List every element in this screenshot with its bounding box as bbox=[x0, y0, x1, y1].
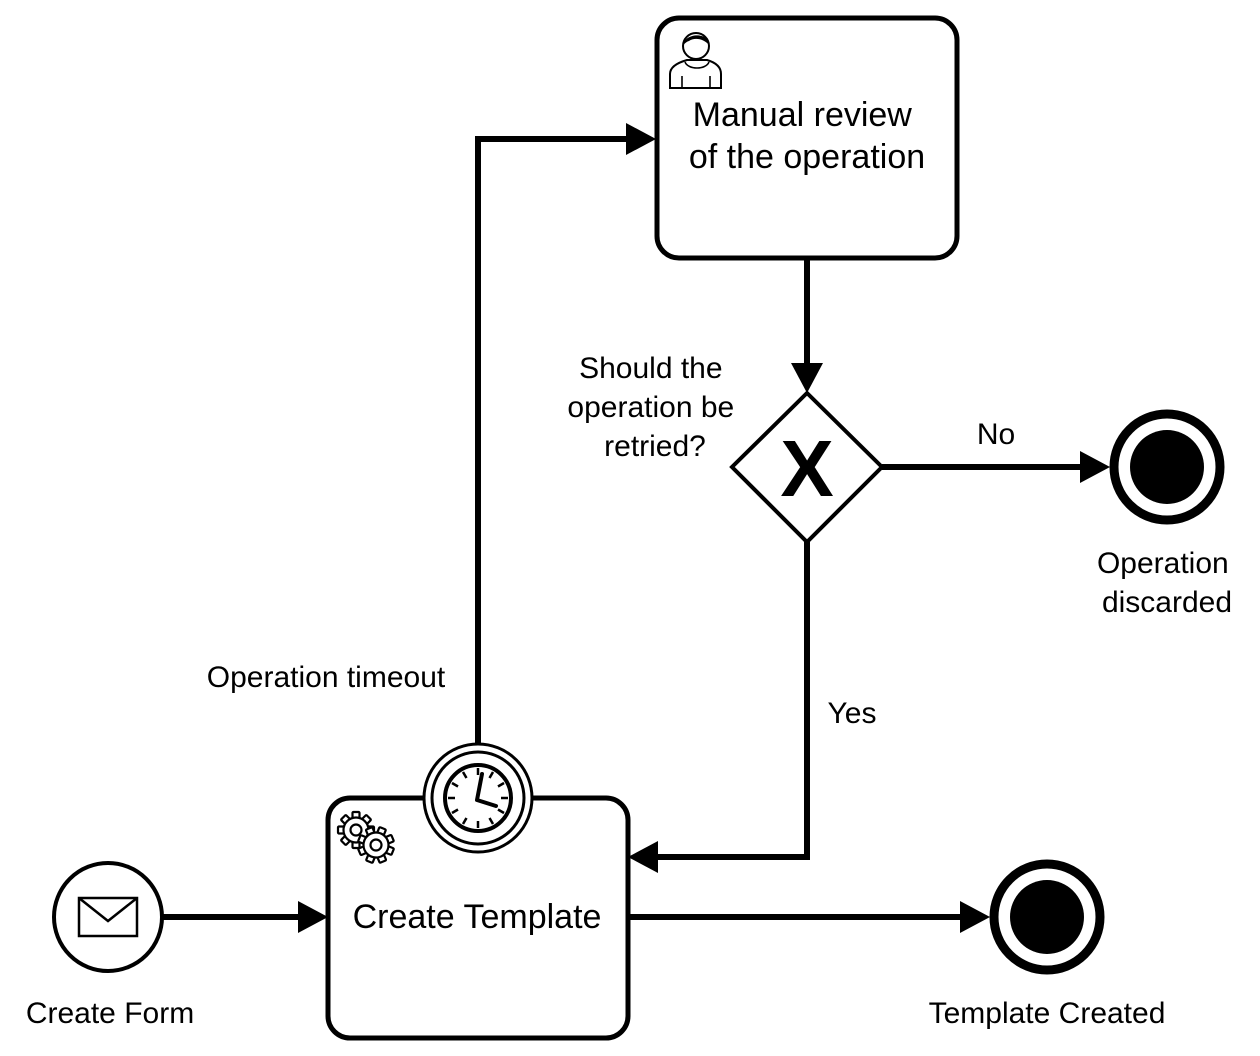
user-icon bbox=[669, 32, 722, 89]
arrowhead bbox=[298, 901, 328, 933]
boundary-event-label: Operation timeout bbox=[207, 661, 446, 694]
sequence-flows bbox=[163, 123, 1110, 933]
task-manual-review-label: Manual review of the operation bbox=[689, 96, 925, 176]
envelope-icon bbox=[77, 896, 139, 938]
task-create-template[interactable]: Create Template bbox=[325, 795, 631, 1041]
flow-timeout-to-manual-review[interactable] bbox=[475, 136, 628, 744]
end-event-operation-discarded[interactable] bbox=[1109, 409, 1225, 525]
clock-icon bbox=[443, 763, 513, 833]
arrowhead bbox=[960, 901, 990, 933]
start-event-label: Create Form bbox=[26, 997, 194, 1030]
end-event-discarded-label: Operation discarded bbox=[1097, 547, 1237, 619]
end-event-template-created[interactable] bbox=[989, 859, 1105, 975]
end-event-template-created-label: Template Created bbox=[929, 997, 1166, 1030]
task-manual-review[interactable]: Manual review of the operation bbox=[654, 15, 960, 261]
flow-label-no: No bbox=[977, 418, 1015, 451]
exclusive-gateway[interactable]: X bbox=[729, 390, 885, 545]
flow-gateway-yes[interactable] bbox=[656, 542, 810, 860]
arrowhead bbox=[1080, 451, 1110, 483]
gear-icon bbox=[336, 810, 395, 864]
arrowhead bbox=[626, 123, 656, 155]
arrowhead bbox=[628, 841, 658, 873]
gateway-question-label: Should the operation be retried? bbox=[567, 352, 742, 463]
arrowhead bbox=[791, 363, 823, 393]
boundary-event-timer[interactable] bbox=[422, 742, 534, 854]
task-create-template-label: Create Template bbox=[353, 898, 602, 936]
flow-label-yes: Yes bbox=[828, 697, 877, 730]
gateway-x-marker: X bbox=[780, 424, 833, 513]
start-event-create-form[interactable] bbox=[52, 861, 164, 973]
